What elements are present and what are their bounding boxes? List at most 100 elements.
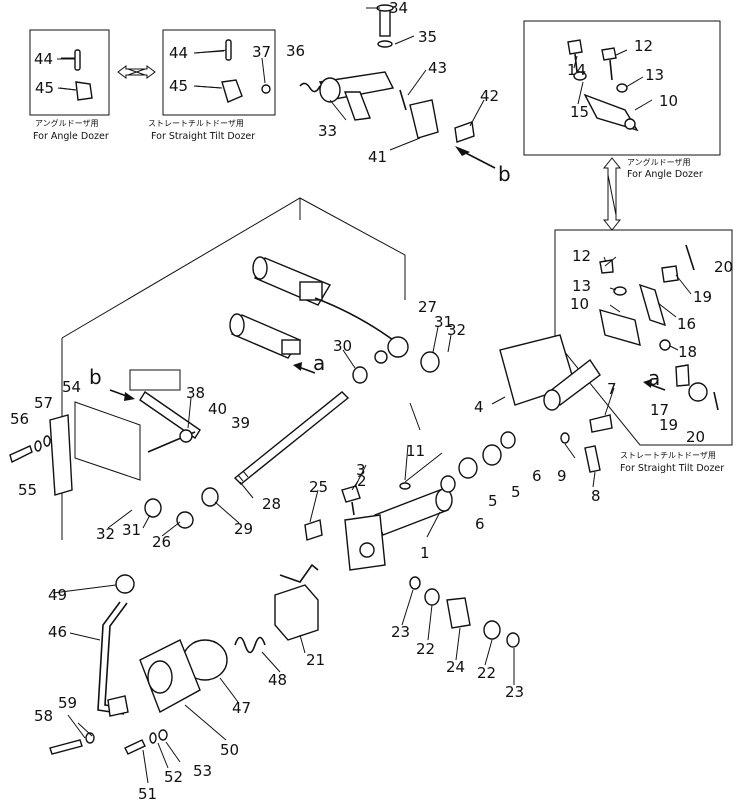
callout: 40 [208,400,227,418]
callout: 26 [152,533,171,551]
top-lever-assembly [299,4,496,169]
callout: 52 [164,768,183,786]
callout: 33 [318,122,337,140]
callout: 12 [634,37,653,55]
hand-lever [97,574,135,717]
callout: 32 [96,525,115,543]
callout: 16 [677,315,696,333]
callout: 20 [686,428,705,446]
callout: 30 [333,337,352,355]
caption-right-en: For Straight Tilt Dozer [620,463,724,474]
callout: 27 [418,298,437,316]
callout: 31 [122,521,141,539]
callout: 49 [48,586,67,604]
callout: 6 [532,467,542,485]
double-arrow-icon [117,65,156,79]
bushings [440,431,516,493]
callout: 1 [420,544,430,562]
caption-angle-en: For Angle Dozer [33,131,109,142]
callout: 55 [18,481,37,499]
callout: 58 [34,707,53,725]
callout: 23 [391,623,410,641]
callout: 31 [434,313,453,331]
caption-straight-en: For Straight Tilt Dozer [151,131,255,142]
callout: 2 [357,472,367,490]
caption-right-jp: ストレートチルトドーザ用 [620,451,716,460]
callout: 15 [570,103,589,121]
vertical-double-arrow-icon [602,157,622,231]
callout: 43 [428,59,447,77]
callout: 56 [10,410,29,428]
callout: 5 [511,483,521,501]
callout: 54 [62,378,81,396]
inset-top-right-angle-dozer [523,20,721,156]
callout: 32 [447,321,466,339]
view-letters: b b a a [89,162,660,390]
callout: 14 [567,61,586,79]
callout: 19 [693,288,712,306]
leader-lines [52,7,692,784]
view-arrow-a-right [643,379,666,391]
callout: 10 [659,92,678,110]
callout: 45 [169,77,188,95]
callout: 20 [714,258,733,276]
link-rod [233,391,350,485]
callout: 34 [389,0,408,17]
callout: 11 [406,442,425,460]
callout: 48 [268,671,287,689]
cover-plate [49,414,73,496]
bolt-55 [9,435,51,464]
callout: 28 [262,495,281,513]
caption-angle-jp: アングルドーザ用 [35,118,99,128]
callout: 39 [231,414,250,432]
callout: 44 [34,50,53,68]
callout: 29 [234,520,253,538]
caption-topright-jp: アングルドーザ用 [627,157,691,167]
small-parts-center [304,482,411,541]
caption-straight-jp: ストレートチルトドーザ用 [148,119,244,128]
callout: 25 [309,478,328,496]
callout: 4 [474,398,484,416]
view-letter-a-mid: a [313,351,325,375]
spring [234,636,266,654]
callout: 8 [591,487,601,505]
callout: 21 [306,651,325,669]
valve-block [274,563,319,641]
callout: 41 [368,148,387,166]
callout: 46 [48,623,67,641]
callout: 50 [220,741,239,759]
inset-angle-dozer [29,29,110,116]
upper-cylinder [252,256,332,306]
callout: 59 [58,694,77,712]
callout: 24 [446,658,465,676]
captions: アングルドーザ用 For Angle Dozer ストレートチルトドーザ用 Fo… [33,118,724,474]
main-shaft [344,488,453,571]
view-letter-b-top: b [498,162,511,186]
callout: 51 [138,785,157,801]
callout: 36 [286,42,305,60]
caption-topright-en: For Angle Dozer [627,169,703,180]
callout: 35 [418,28,437,46]
nuts-center [144,351,520,648]
callout: 9 [557,467,567,485]
callout: 6 [475,515,485,533]
flange-plate [139,639,201,713]
control-cable [314,297,409,364]
callout: 38 [186,384,205,402]
callout: 18 [678,343,697,361]
callout: 7 [607,380,617,398]
callout: 47 [232,699,251,717]
view-letter-a-right: a [648,366,660,390]
callout: 12 [572,247,591,265]
callout: 3 [356,461,366,479]
callout: 57 [34,394,53,412]
view-arrow-b-left [109,389,135,401]
callout: 10 [570,295,589,313]
callout: 42 [480,87,499,105]
view-arrow-a-mid [293,362,316,374]
callout: 53 [193,762,212,780]
view-letter-b-left: b [89,365,102,389]
inset-right-straight-tilt-dozer [554,229,733,446]
callout: 5 [488,492,498,510]
